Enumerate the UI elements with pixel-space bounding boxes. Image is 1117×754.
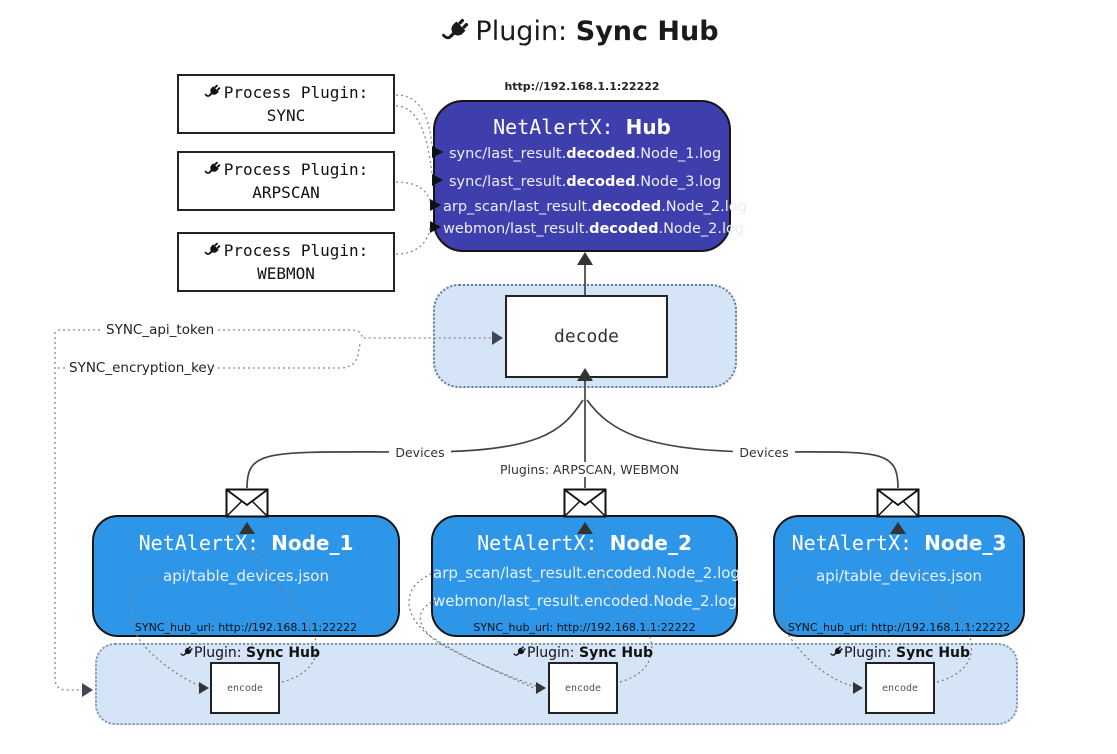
node-title-prefix: NetAlertX: — [138, 531, 260, 555]
node-title: NetAlertX: Node_3 — [775, 531, 1023, 555]
sync-api-token-label: SYNC_api_token — [103, 322, 218, 338]
hub-file-line: webmon/last_result.decoded.Node_2.log — [443, 221, 744, 237]
hub-file-line: sync/last_result.decoded.Node_3.log — [449, 174, 733, 190]
envelope-icon — [876, 488, 920, 518]
process-plugin-box-webmon: Process Plugin: WEBMON — [177, 232, 395, 292]
file-pre: sync/last_result. — [449, 174, 567, 190]
hub-title-prefix: NetAlertX: — [493, 115, 614, 139]
plug-icon — [441, 16, 472, 46]
plug-icon — [204, 83, 222, 102]
process-plugin-box-arpscan: Process Plugin: ARPSCAN — [177, 151, 395, 211]
encoder-label-prefix: Plugin: — [193, 645, 242, 661]
hub-file-line: sync/last_result.decoded.Node_1.log — [449, 146, 733, 162]
file-bold: decoded — [591, 199, 662, 215]
page-title-name: Sync Hub — [575, 16, 719, 47]
node-title: NetAlertX: Node_2 — [433, 531, 736, 555]
hub-title: NetAlertX: Hub — [435, 115, 729, 139]
file-bold: decoded — [589, 221, 659, 237]
encoder-label-name: Sync Hub — [578, 645, 654, 661]
node-title-prefix: NetAlertX: — [477, 531, 598, 555]
hub-url-label: http://192.168.1.1:22222 — [504, 80, 660, 93]
plug-icon — [513, 645, 527, 659]
file-post: .Node_3.log — [635, 174, 722, 190]
encoder-plugin-label: Plugin: Sync Hub — [820, 645, 980, 661]
plug-icon — [204, 241, 222, 260]
node-title-name: Node_1 — [271, 531, 354, 555]
node-box-node-2: NetAlertX: Node_2 arp_scan/last_result.e… — [431, 515, 740, 637]
node-file-line: api/table_devices.json — [163, 567, 329, 585]
file-pre: webmon/last_result. — [443, 221, 590, 237]
file-post: .Node_2.log — [658, 221, 745, 237]
node-file-line: api/table_devices.json — [816, 567, 982, 585]
node-title-prefix: NetAlertX: — [791, 531, 913, 555]
plug-icon — [180, 645, 194, 659]
hub-file-line: arp_scan/last_result.decoded.Node_2.log — [443, 199, 747, 215]
node-title: NetAlertX: Node_1 — [94, 531, 398, 555]
encode-box: encode — [865, 662, 935, 714]
file-post: .Node_2.log — [661, 199, 747, 215]
process-plugin-label: Process Plugin: — [223, 240, 369, 260]
envelope-icon — [225, 488, 269, 518]
envelope-icon — [563, 488, 607, 518]
node-box-node-1: NetAlertX: Node_1 api/table_devices.json… — [92, 515, 400, 637]
encoder-label-prefix: Plugin: — [526, 645, 575, 661]
decode-box: decode — [505, 295, 668, 378]
sync-encryption-key-label: SYNC_encryption_key — [66, 360, 218, 376]
encoder-plugin-label: Plugin: Sync Hub — [170, 645, 330, 661]
file-bold: decoded — [566, 146, 636, 162]
encode-box: encode — [210, 662, 280, 714]
encoder-label-name: Sync Hub — [895, 645, 971, 661]
node-box-node-3: NetAlertX: Node_3 api/table_devices.json… — [773, 515, 1025, 637]
file-pre: arp_scan/last_result. — [443, 199, 592, 215]
encoder-plugin-label: Plugin: Sync Hub — [503, 645, 663, 661]
page-title-prefix: Plugin: — [475, 16, 568, 47]
node-hub-url: SYNC_hub_url: http://192.168.1.1:22222 — [473, 621, 696, 634]
encoder-label-prefix: Plugin: — [843, 645, 892, 661]
encoder-label-name: Sync Hub — [245, 645, 321, 661]
node-hub-url: SYNC_hub_url: http://192.168.1.1:22222 — [134, 621, 358, 634]
hub-box: NetAlertX: Hub sync/last_result.decoded.… — [433, 100, 747, 252]
edge-label-devices-right: Devices — [733, 445, 795, 460]
process-plugin-label: Process Plugin: — [223, 82, 369, 102]
node-hub-url: SYNC_hub_url: http://192.168.1.1:22222 — [787, 621, 1011, 634]
node-file-line: webmon/last_result.encoded.Node_2.log — [433, 592, 738, 610]
file-bold: decoded — [566, 174, 636, 190]
node-file-line: arp_scan/last_result.encoded.Node_2.log — [433, 564, 740, 582]
file-post: .Node_1.log — [635, 146, 722, 162]
process-plugin-name: ARPSCAN — [252, 183, 320, 202]
node-title-name: Node_3 — [924, 531, 1007, 555]
node-title-name: Node_2 — [609, 531, 692, 555]
process-plugin-name: WEBMON — [257, 264, 315, 283]
hub-title-name: Hub — [625, 115, 671, 139]
process-plugin-box-sync: Process Plugin: SYNC — [177, 74, 395, 134]
process-plugin-name: SYNC — [266, 106, 306, 125]
edge-label-devices-left: Devices — [389, 445, 451, 460]
process-plugin-label: Process Plugin: — [223, 159, 369, 179]
file-pre: sync/last_result. — [449, 146, 567, 162]
edge-label-plugins: Plugins: ARPSCAN, WEBMON — [497, 462, 679, 477]
plug-icon — [204, 160, 222, 179]
plug-icon — [830, 645, 844, 659]
page-title: Plugin: Sync Hub — [0, 16, 1117, 47]
encode-box: encode — [548, 662, 618, 714]
